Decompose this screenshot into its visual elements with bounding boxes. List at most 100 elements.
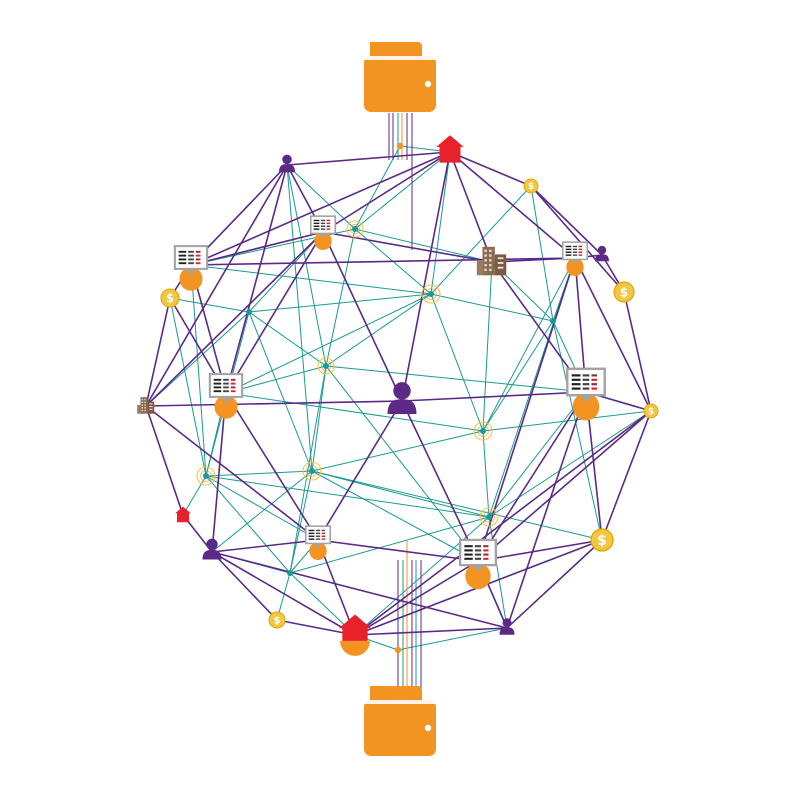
- purple-connection-line: [145, 405, 184, 516]
- hub-node-layer: [196, 220, 556, 576]
- purple-connection-line: [276, 619, 356, 636]
- teal-connection-line: [205, 470, 313, 477]
- purple-connection-line: [225, 164, 288, 394]
- teal-connection-line: [488, 410, 652, 518]
- purple-connection-line: [477, 257, 576, 562]
- purple-connection-line: [211, 551, 508, 629]
- teal-connection-line: [430, 293, 554, 322]
- person-icon: [387, 382, 417, 415]
- computer-monitor-icon: [566, 367, 606, 421]
- purple-connection-line: [211, 551, 356, 636]
- purple-connection-line: [145, 405, 319, 541]
- teal-connection-line: [182, 475, 207, 516]
- teal-connection-line: [482, 320, 554, 432]
- teal-connection-line: [205, 475, 319, 541]
- dollar-coin-icon: $: [590, 528, 614, 552]
- teal-connection-line: [225, 392, 484, 432]
- teal-connection-line: [248, 293, 432, 313]
- coin-symbol: $: [597, 533, 607, 549]
- purple-connection-line: [190, 151, 451, 266]
- wallet-icon: [364, 686, 436, 756]
- teal-connection-line: [325, 228, 356, 367]
- coin-symbol: $: [528, 182, 534, 192]
- house-icon: [175, 506, 191, 523]
- office-building-icon: [476, 246, 507, 276]
- purple-connection-line: [211, 392, 227, 553]
- network-hub-node: [550, 318, 556, 324]
- purple-connection-line: [477, 410, 652, 562]
- dollar-coin-icon: $: [613, 281, 635, 303]
- teal-connection-line: [482, 261, 493, 432]
- teal-connection-line: [286, 164, 327, 367]
- purple-connection-line: [401, 400, 479, 562]
- wallet-icon: [364, 42, 436, 112]
- dollar-coin-icon: $: [268, 611, 286, 629]
- network-hub-node: [421, 284, 441, 304]
- person-icon: [499, 618, 515, 635]
- icon-node-layer: $ $ $ $ $ $: [137, 42, 659, 756]
- person-icon: [279, 154, 295, 173]
- purple-connection-line: [145, 164, 288, 407]
- person-icon: [595, 245, 609, 262]
- teal-connection-line: [482, 430, 490, 518]
- teal-connection-line: [354, 228, 493, 263]
- teal-connection-line: [552, 320, 603, 541]
- teal-connection-line: [325, 293, 432, 367]
- purple-connection-line: [225, 392, 319, 541]
- teal-connection-line: [190, 264, 432, 295]
- teal-connection-line: [248, 311, 327, 367]
- purple-connection-line: [506, 391, 587, 629]
- teal-connection-line: [325, 365, 587, 393]
- purple-connection-line: [145, 297, 171, 407]
- teal-connection-line: [354, 151, 451, 230]
- purple-connection-line: [623, 291, 652, 412]
- teal-connection-line: [289, 365, 327, 574]
- teal-connection-line: [225, 293, 432, 394]
- purple-connection-line: [477, 391, 587, 562]
- purple-connection-line: [601, 410, 652, 541]
- computer-monitor-icon: [561, 241, 589, 276]
- teal-connection-line: [430, 293, 484, 432]
- purple-connection-layer: [145, 151, 652, 636]
- computer-monitor-icon: [173, 245, 209, 291]
- house-icon: [338, 614, 372, 656]
- coin-symbol: $: [274, 616, 281, 627]
- dollar-coin-icon: $: [643, 403, 659, 419]
- teal-connection-line: [488, 516, 508, 629]
- teal-connection-line: [482, 257, 576, 432]
- purple-connection-line: [211, 551, 278, 621]
- teal-connection-line: [205, 475, 490, 518]
- purple-connection-line: [574, 257, 652, 412]
- coin-symbol: $: [648, 407, 654, 417]
- network-hub-node: [246, 309, 252, 315]
- teal-connection-line: [311, 470, 490, 518]
- teal-connection-line: [325, 365, 479, 562]
- person-icon: [202, 538, 222, 560]
- purple-connection-line: [145, 231, 324, 407]
- teal-connection-line: [169, 297, 250, 313]
- network-hub-node: [473, 421, 493, 441]
- computer-monitor-icon: [309, 215, 337, 250]
- computer-monitor-icon: [208, 373, 244, 419]
- office-building-icon: [137, 397, 155, 414]
- purple-connection-line: [317, 539, 479, 562]
- teal-connection-line: [311, 470, 603, 541]
- house-icon: [436, 135, 464, 163]
- teal-connection-line: [430, 185, 532, 295]
- teal-connection-line: [190, 264, 207, 477]
- teal-connection-line: [169, 297, 207, 477]
- coin-symbol: $: [166, 292, 174, 305]
- dollar-coin-icon: $: [523, 178, 539, 194]
- purple-connection-line: [317, 400, 403, 541]
- teal-connection-line: [286, 164, 313, 472]
- purple-connection-line: [477, 539, 603, 562]
- purple-connection-line: [449, 151, 493, 263]
- network-hub-node: [287, 570, 293, 576]
- network-hub-node: [196, 466, 216, 486]
- purple-connection-line: [506, 539, 603, 629]
- purple-connection-line: [211, 539, 319, 553]
- teal-connection-line: [430, 151, 451, 295]
- network-hub-node: [302, 461, 322, 481]
- computer-monitor-icon: [304, 525, 332, 560]
